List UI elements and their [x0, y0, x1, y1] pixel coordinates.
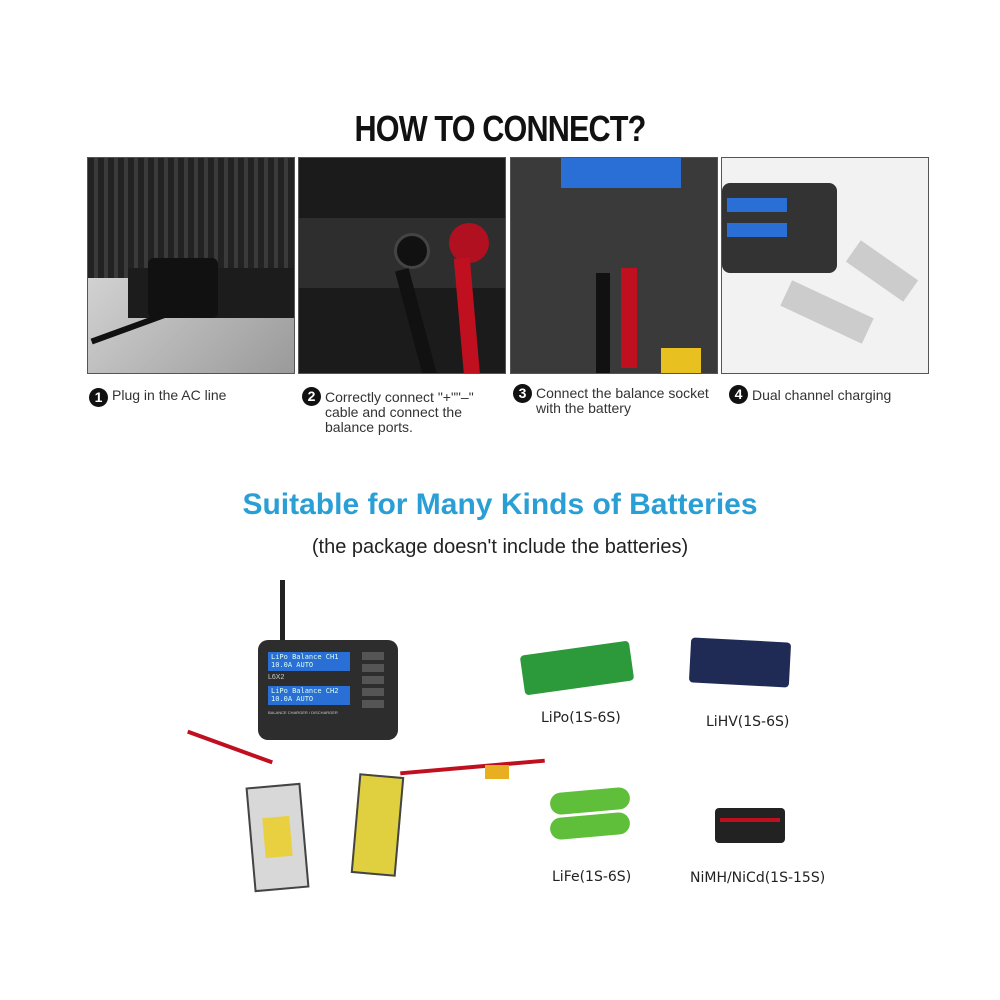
step-text: Correctly connect "+""–" cable and conne…	[325, 389, 474, 435]
charger-buttons	[362, 652, 384, 708]
section-title: Suitable for Many Kinds of Batteries	[242, 488, 758, 521]
step-text: Connect the balance socket with the batt…	[536, 385, 709, 416]
step-number: 1	[89, 388, 108, 407]
photo-balance-socket	[510, 157, 718, 374]
battery-pack-left	[245, 782, 310, 893]
battery-label-lihv: LiHV(1S-6S)	[706, 714, 790, 730]
nimh-battery-image	[715, 808, 785, 843]
lcd-text: 10.0A AUTO	[271, 661, 314, 669]
life-battery-image	[549, 786, 631, 816]
step-text: Plug in the AC line	[112, 387, 227, 403]
charger-device: LiPo Balance CH1 10.0A AUTO L6X2 LiPo Ba…	[258, 640, 398, 740]
step-number: 4	[729, 385, 748, 404]
lcd-display-1: LiPo Balance CH1 10.0A AUTO	[268, 652, 350, 671]
lcd-text: LiPo Balance CH2	[271, 687, 339, 695]
lcd-text: LiPo Balance CH1	[271, 653, 339, 661]
lihv-battery-image	[688, 637, 792, 688]
xt60-connector	[485, 765, 509, 779]
photo-power-cables	[298, 157, 506, 374]
step-3: 3 Connect the balance socket with the ba…	[513, 384, 725, 416]
life-battery-image	[549, 811, 631, 841]
photo-dual-charging	[721, 157, 929, 374]
lcd-text: 10.0A AUTO	[271, 695, 314, 703]
photo-ac-plug	[87, 157, 295, 374]
step-number: 3	[513, 384, 532, 403]
step-4: 4 Dual channel charging	[729, 385, 929, 404]
charger-footer-text: BALANCE CHARGER / DISCHARGER	[268, 710, 338, 715]
step-number: 2	[302, 387, 321, 406]
lipo-battery-image	[519, 640, 635, 696]
step-text: Dual channel charging	[752, 387, 892, 403]
power-cord	[280, 580, 285, 645]
lcd-display-2: LiPo Balance CH2 10.0A AUTO	[268, 686, 350, 705]
battery-label-lipo: LiPo(1S-6S)	[541, 710, 621, 726]
battery-label-life: LiFe(1S-6S)	[552, 869, 632, 885]
section-subtitle: (the package doesn't include the batteri…	[311, 536, 689, 558]
step-1: 1 Plug in the AC line	[89, 388, 289, 407]
battery-label-nimh: NiMH/NiCd(1S-15S)	[690, 870, 826, 886]
page-title: HOW TO CONNECT?	[354, 108, 647, 149]
step-2: 2 Correctly connect "+""–" cable and con…	[302, 387, 502, 435]
model-label: L6X2	[268, 674, 285, 681]
cable	[400, 758, 545, 776]
battery-pack-right	[350, 773, 405, 877]
